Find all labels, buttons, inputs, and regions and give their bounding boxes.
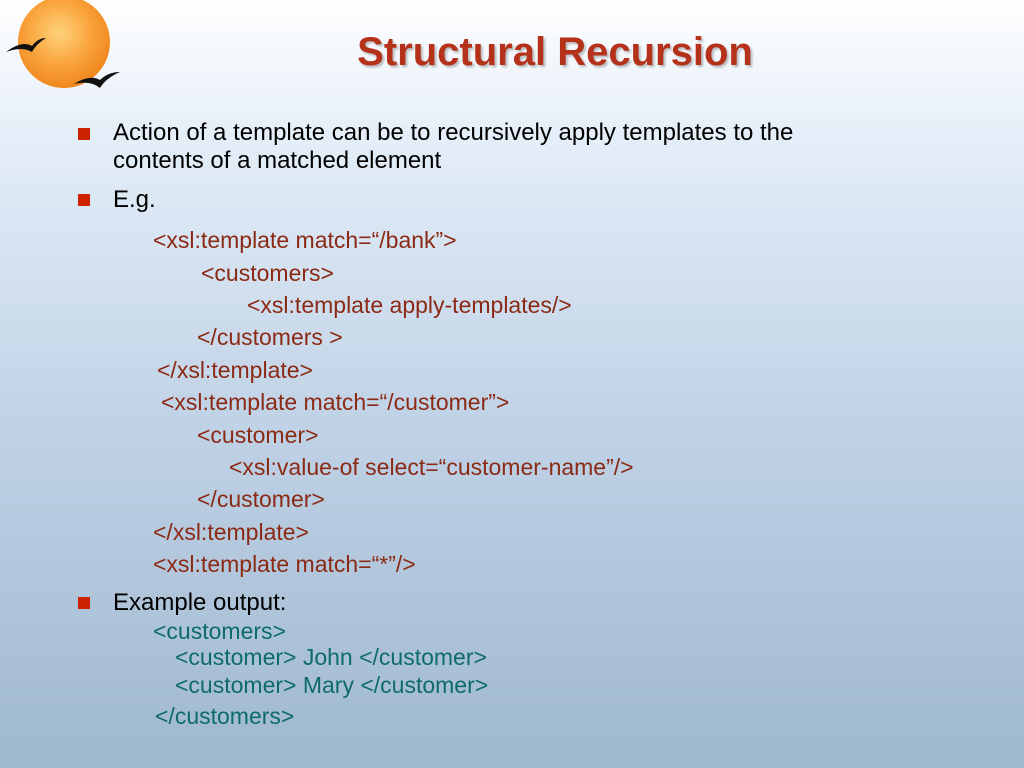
bullet-square	[78, 597, 90, 609]
code-line: <xsl:template match=“/customer”>	[161, 389, 510, 415]
slide-title: Structural Recursion	[357, 30, 753, 74]
bullet-square	[78, 128, 90, 140]
code-line: <xsl:template match=“/bank”>	[153, 227, 457, 253]
output-line: </customers>	[155, 703, 295, 729]
bullet-text: Action of a template can be to recursive…	[113, 119, 794, 146]
bullet-square	[78, 194, 90, 206]
sun-with-birds-icon	[6, 0, 120, 88]
code-line: <customers>	[201, 260, 334, 286]
bullet-text: Example output:	[113, 589, 287, 616]
code-line: </xsl:template>	[157, 357, 313, 383]
bullet-text: E.g.	[113, 186, 156, 213]
code-line: <xsl:value-of select=“customer-name”/>	[229, 454, 634, 480]
code-line: <xsl:template apply-templates/>	[247, 292, 572, 318]
output-line: <customers>	[153, 618, 286, 644]
code-line: </xsl:template>	[153, 519, 309, 545]
code-line: <xsl:template match=“*”/>	[153, 551, 416, 577]
code-line: </customer>	[197, 486, 325, 512]
code-line: <customer>	[197, 422, 319, 448]
output-line: <customer> Mary </customer>	[175, 672, 489, 698]
bullet-text-continuation: contents of a matched element	[113, 147, 442, 174]
output-line: <customer> John </customer>	[175, 644, 487, 670]
code-line: </customers >	[197, 324, 343, 350]
